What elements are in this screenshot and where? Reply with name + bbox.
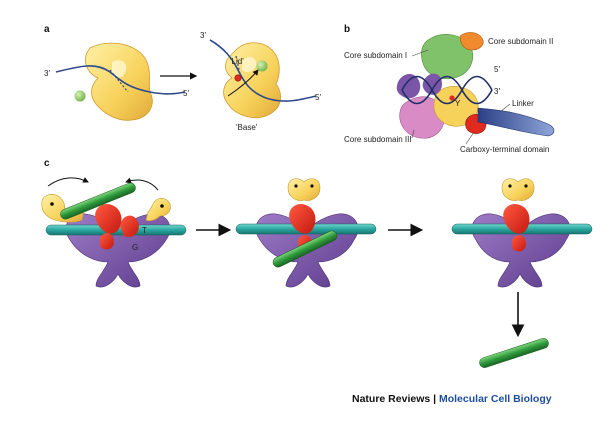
panel-a-left-5prime: 5′ bbox=[183, 89, 189, 98]
panel-b-dna-helix-2 bbox=[401, 75, 493, 105]
credit-journal: Molecular Cell Biology bbox=[438, 393, 552, 405]
panel-b-core1-label: Core subdomain I bbox=[344, 51, 407, 60]
panel-a-right-3prime: 3′ bbox=[200, 31, 206, 40]
panel-c-g-label: G bbox=[132, 243, 138, 252]
panel-a-strand-arrow bbox=[227, 69, 259, 97]
panel-c-stage-3 bbox=[451, 178, 593, 288]
panel-a-dna-strand-right bbox=[209, 39, 317, 102]
panel-a-dashed-strand bbox=[109, 69, 129, 93]
panel-a-lid-label: 'Lid' bbox=[230, 57, 244, 66]
panel-b-dna-helix-1 bbox=[401, 75, 493, 105]
panel-b-core2-label: Core subdomain II bbox=[488, 37, 553, 46]
panel-c-stage-1 bbox=[41, 177, 187, 288]
panel-b-5prime: 5′ bbox=[494, 65, 500, 74]
panel-a-letter: a bbox=[44, 24, 50, 35]
panel-b-linker-leader bbox=[499, 103, 511, 113]
panel-b-active-tyrosine bbox=[449, 95, 455, 101]
panel-b-ctd-leader bbox=[465, 131, 475, 145]
credit-separator: | bbox=[430, 393, 439, 405]
panel-a-dashed-strand-right bbox=[235, 55, 241, 75]
panel-c-stage-2 bbox=[235, 178, 377, 288]
panel-a-base-label: 'Base' bbox=[236, 123, 258, 132]
panel-b-protein-structure bbox=[396, 32, 555, 139]
panel-a-enzyme-open bbox=[85, 42, 153, 121]
panel-a-dna-strand-left bbox=[55, 65, 186, 95]
panel-a-left-3prime: 3′ bbox=[44, 69, 50, 78]
panel-a-green-ball bbox=[74, 90, 86, 102]
panel-a-enzyme-closed bbox=[223, 42, 281, 118]
panel-a-green-ball-bound bbox=[256, 60, 268, 72]
panel-a-right-5prime: 5′ bbox=[315, 93, 321, 102]
credit-publisher: Nature Reviews bbox=[352, 393, 431, 405]
panel-b-ctd-label: Carboxy-terminal domain bbox=[460, 145, 549, 154]
panel-b-letter: b bbox=[344, 24, 350, 35]
panel-c-letter: c bbox=[44, 158, 50, 169]
panel-b-core3-leader bbox=[411, 129, 415, 139]
credit-line: Nature Reviews | Molecular Cell Biology bbox=[352, 393, 552, 405]
panel-a-active-site bbox=[234, 74, 242, 82]
panel-c-released-segment bbox=[479, 338, 549, 368]
panel-c-t-label: T bbox=[142, 226, 147, 235]
panel-b-core3-label: Core subdomain III bbox=[344, 135, 412, 144]
panel-b-y-label: Y bbox=[455, 99, 461, 108]
panel-b-linker-label: Linker bbox=[512, 99, 534, 108]
panel-b-3prime: 3′ bbox=[494, 87, 500, 96]
panel-b-core1-leader bbox=[411, 49, 429, 57]
